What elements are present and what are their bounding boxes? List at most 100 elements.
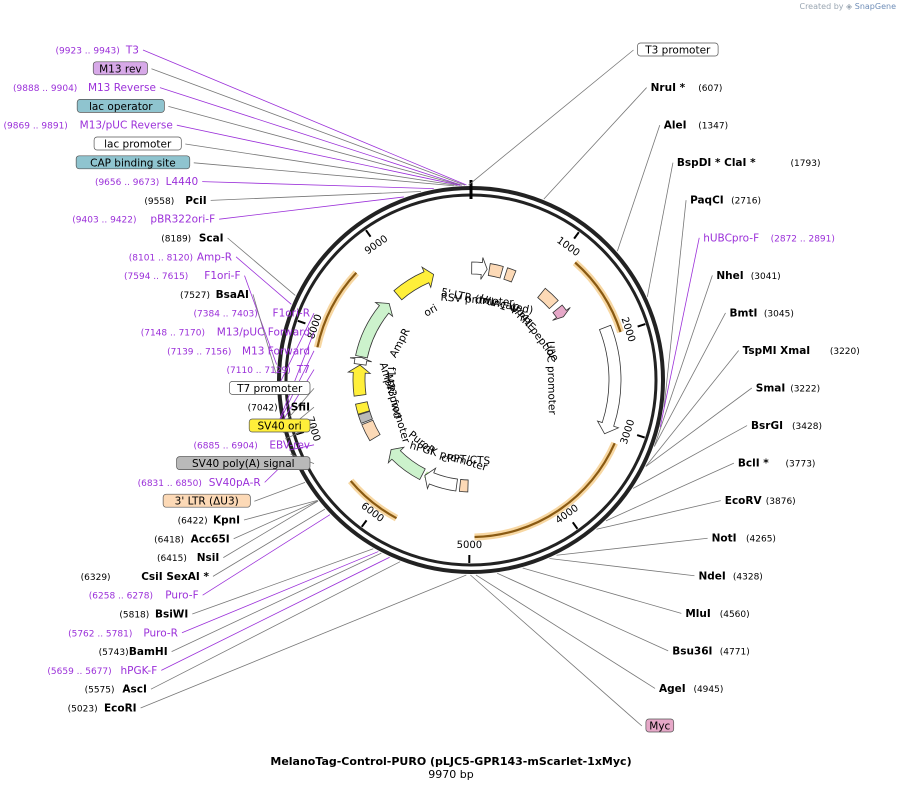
label-range-nsii: (6415): [157, 554, 187, 564]
label-text-ecorv: EcoRV: [725, 495, 763, 507]
label-m13-puc-reverse: M13/pUC Reverse (9869 .. 9891): [4, 120, 173, 132]
label-acc65i: Acc65I(6418): [154, 533, 230, 545]
label-text-bsaai: BsaAI: [216, 289, 249, 301]
leader-alei: [616, 124, 661, 252]
label-range-asci: (5575): [85, 686, 115, 696]
feature-sv40-poly-a: [357, 410, 373, 424]
label-range-tspmi: (3220): [830, 347, 860, 357]
feature-sv40-ori: [355, 401, 371, 415]
tick-2000: [637, 323, 646, 328]
leader-lac-operator: [168, 106, 462, 186]
label-text-asci: AscI: [122, 684, 147, 696]
feature-ori: [393, 266, 435, 301]
label-alei: AleI(1347): [664, 120, 728, 132]
leader-ebv-rev: [288, 444, 315, 451]
feature-rre: [537, 287, 559, 310]
snapgene-logo-icon: ◈: [846, 2, 853, 11]
label-range-ecori: (5023): [68, 705, 98, 715]
feature-ampr: [355, 301, 394, 359]
label-box-3-ltr-u3: [162, 493, 251, 508]
label-range-t7: (7110 .. 7129): [227, 366, 291, 376]
label-range-puro-f: (6258 .. 6278): [89, 592, 153, 602]
inner-label-ori: ori: [422, 302, 440, 319]
tick-6000: [360, 519, 368, 528]
leader-acc65i: [233, 500, 319, 540]
leader-bamhi: [171, 552, 382, 652]
label-range-bmti: (3045): [764, 309, 794, 319]
label-text-lac-operator: lac operator: [89, 101, 153, 113]
label-amp-r: Amp-R(8101 .. 8120): [129, 251, 232, 263]
label-text-l4440: L4440: [166, 176, 199, 188]
leader-3-ltr-u3: [254, 482, 306, 502]
leader-nsii: [223, 500, 319, 558]
label-range-pcii: (9558): [144, 197, 174, 207]
label-text-myc: Myc: [649, 721, 670, 733]
label-sv40-poly-a-signal: SV40 poly(A) signal: [176, 456, 311, 470]
tick-8000: [297, 319, 306, 325]
label-text-bsiwi: BsiWI: [155, 609, 188, 621]
label-text-alei: AleI: [664, 120, 687, 132]
tick-4000: [571, 521, 579, 530]
feature-hiv-1: [503, 267, 517, 283]
label-agei: AgeI(4945): [659, 683, 723, 695]
label-pcii: PciI (9558): [144, 195, 206, 207]
label-m13-reverse: M13 Reverse(9888 .. 9904): [13, 82, 156, 94]
leader-puro-r: [181, 551, 379, 634]
label-text-t3: T3: [125, 45, 139, 57]
label-range-kpni: (6422): [178, 517, 208, 527]
label-range-csii: (6329): [81, 573, 111, 583]
tick-label-1000: 1000: [554, 235, 581, 259]
label-range-noti: (4265): [746, 535, 776, 545]
leader-amp-r: [235, 256, 292, 305]
leader-bsiwi: [192, 548, 374, 615]
label-range-m13-puc-reverse: (9869 .. 9891): [4, 122, 68, 132]
leader-m13-rev: [151, 68, 465, 186]
label-asci: AscI (5575): [85, 684, 147, 696]
label-m13-puc-forward: M13/pUC Forward(7148 .. 7170): [141, 327, 310, 339]
label-t3: T3(9923 .. 9943): [56, 45, 139, 57]
label-range-sv40pa-r: (6831 .. 6850): [138, 479, 202, 489]
leader-hpgk-f: [161, 556, 390, 671]
label-tspmi: TspMI XmaI (3220): [743, 345, 860, 357]
leader-nhei: [654, 275, 713, 447]
label-text-bmti: BmtI: [730, 307, 758, 319]
label-t3-promoter: T3 promoter: [637, 42, 719, 57]
label-text-kpni: KpnI: [213, 515, 240, 527]
label-range-nhei: (3041): [751, 272, 781, 282]
leader-csii: [212, 508, 326, 577]
label-box-lac-operator: [76, 99, 165, 113]
label-range-scai: (8189): [161, 235, 191, 245]
orange-arc-halo-0: [572, 259, 624, 334]
label-scai: ScaI(8189): [161, 233, 223, 245]
leader-lac-promoter: [185, 143, 458, 186]
label-text-t3-promoter: T3 promoter: [644, 45, 711, 57]
label-text-pcii: PciI: [185, 195, 206, 207]
label-paqci: PaqCI(2716): [690, 195, 761, 207]
label-text-ndei: NdeI: [698, 570, 725, 582]
label-range-agei: (4945): [693, 685, 723, 695]
label-text-sv40-ori: SV40 ori: [257, 421, 301, 433]
label-text-csii: CsiI SexAI *: [141, 571, 209, 583]
label-sv40-ori: SV40 ori: [248, 418, 311, 433]
label-ecorv: EcoRV(3876): [725, 495, 796, 507]
leader-ndei: [549, 558, 695, 577]
label-text-ecori: EcoRI: [104, 703, 137, 715]
label-cap-binding-site: CAP binding site: [75, 155, 191, 169]
label-t7: T7(7110 .. 7129): [227, 364, 310, 376]
label-bsiwi: BsiWI(5818): [119, 609, 188, 621]
label-bcli: BclI *(3773): [738, 458, 816, 470]
label-text-tspmi: TspMI XmaI: [743, 345, 811, 357]
inner-label-cppt-cts: cPPT/CTS: [441, 452, 491, 467]
leader-t7: [280, 369, 315, 424]
label-smai: SmaI(3222): [756, 383, 820, 395]
orange-arc-halo-3: [313, 270, 359, 349]
label-text-nsii: NsiI: [197, 552, 220, 564]
feature-rsv-promoter: [471, 257, 488, 280]
label-range-f1ori-f: (7594 .. 7615): [124, 272, 188, 282]
label-text-m13-puc-reverse: M13/pUC Reverse: [80, 120, 173, 132]
leader-bsrgi: [632, 425, 748, 489]
label-hpgk-f: hPGK-F(5659 .. 5677): [47, 665, 157, 677]
label-box-m13-rev: [92, 61, 148, 76]
label-text-cap-binding-site: CAP binding site: [90, 157, 176, 169]
